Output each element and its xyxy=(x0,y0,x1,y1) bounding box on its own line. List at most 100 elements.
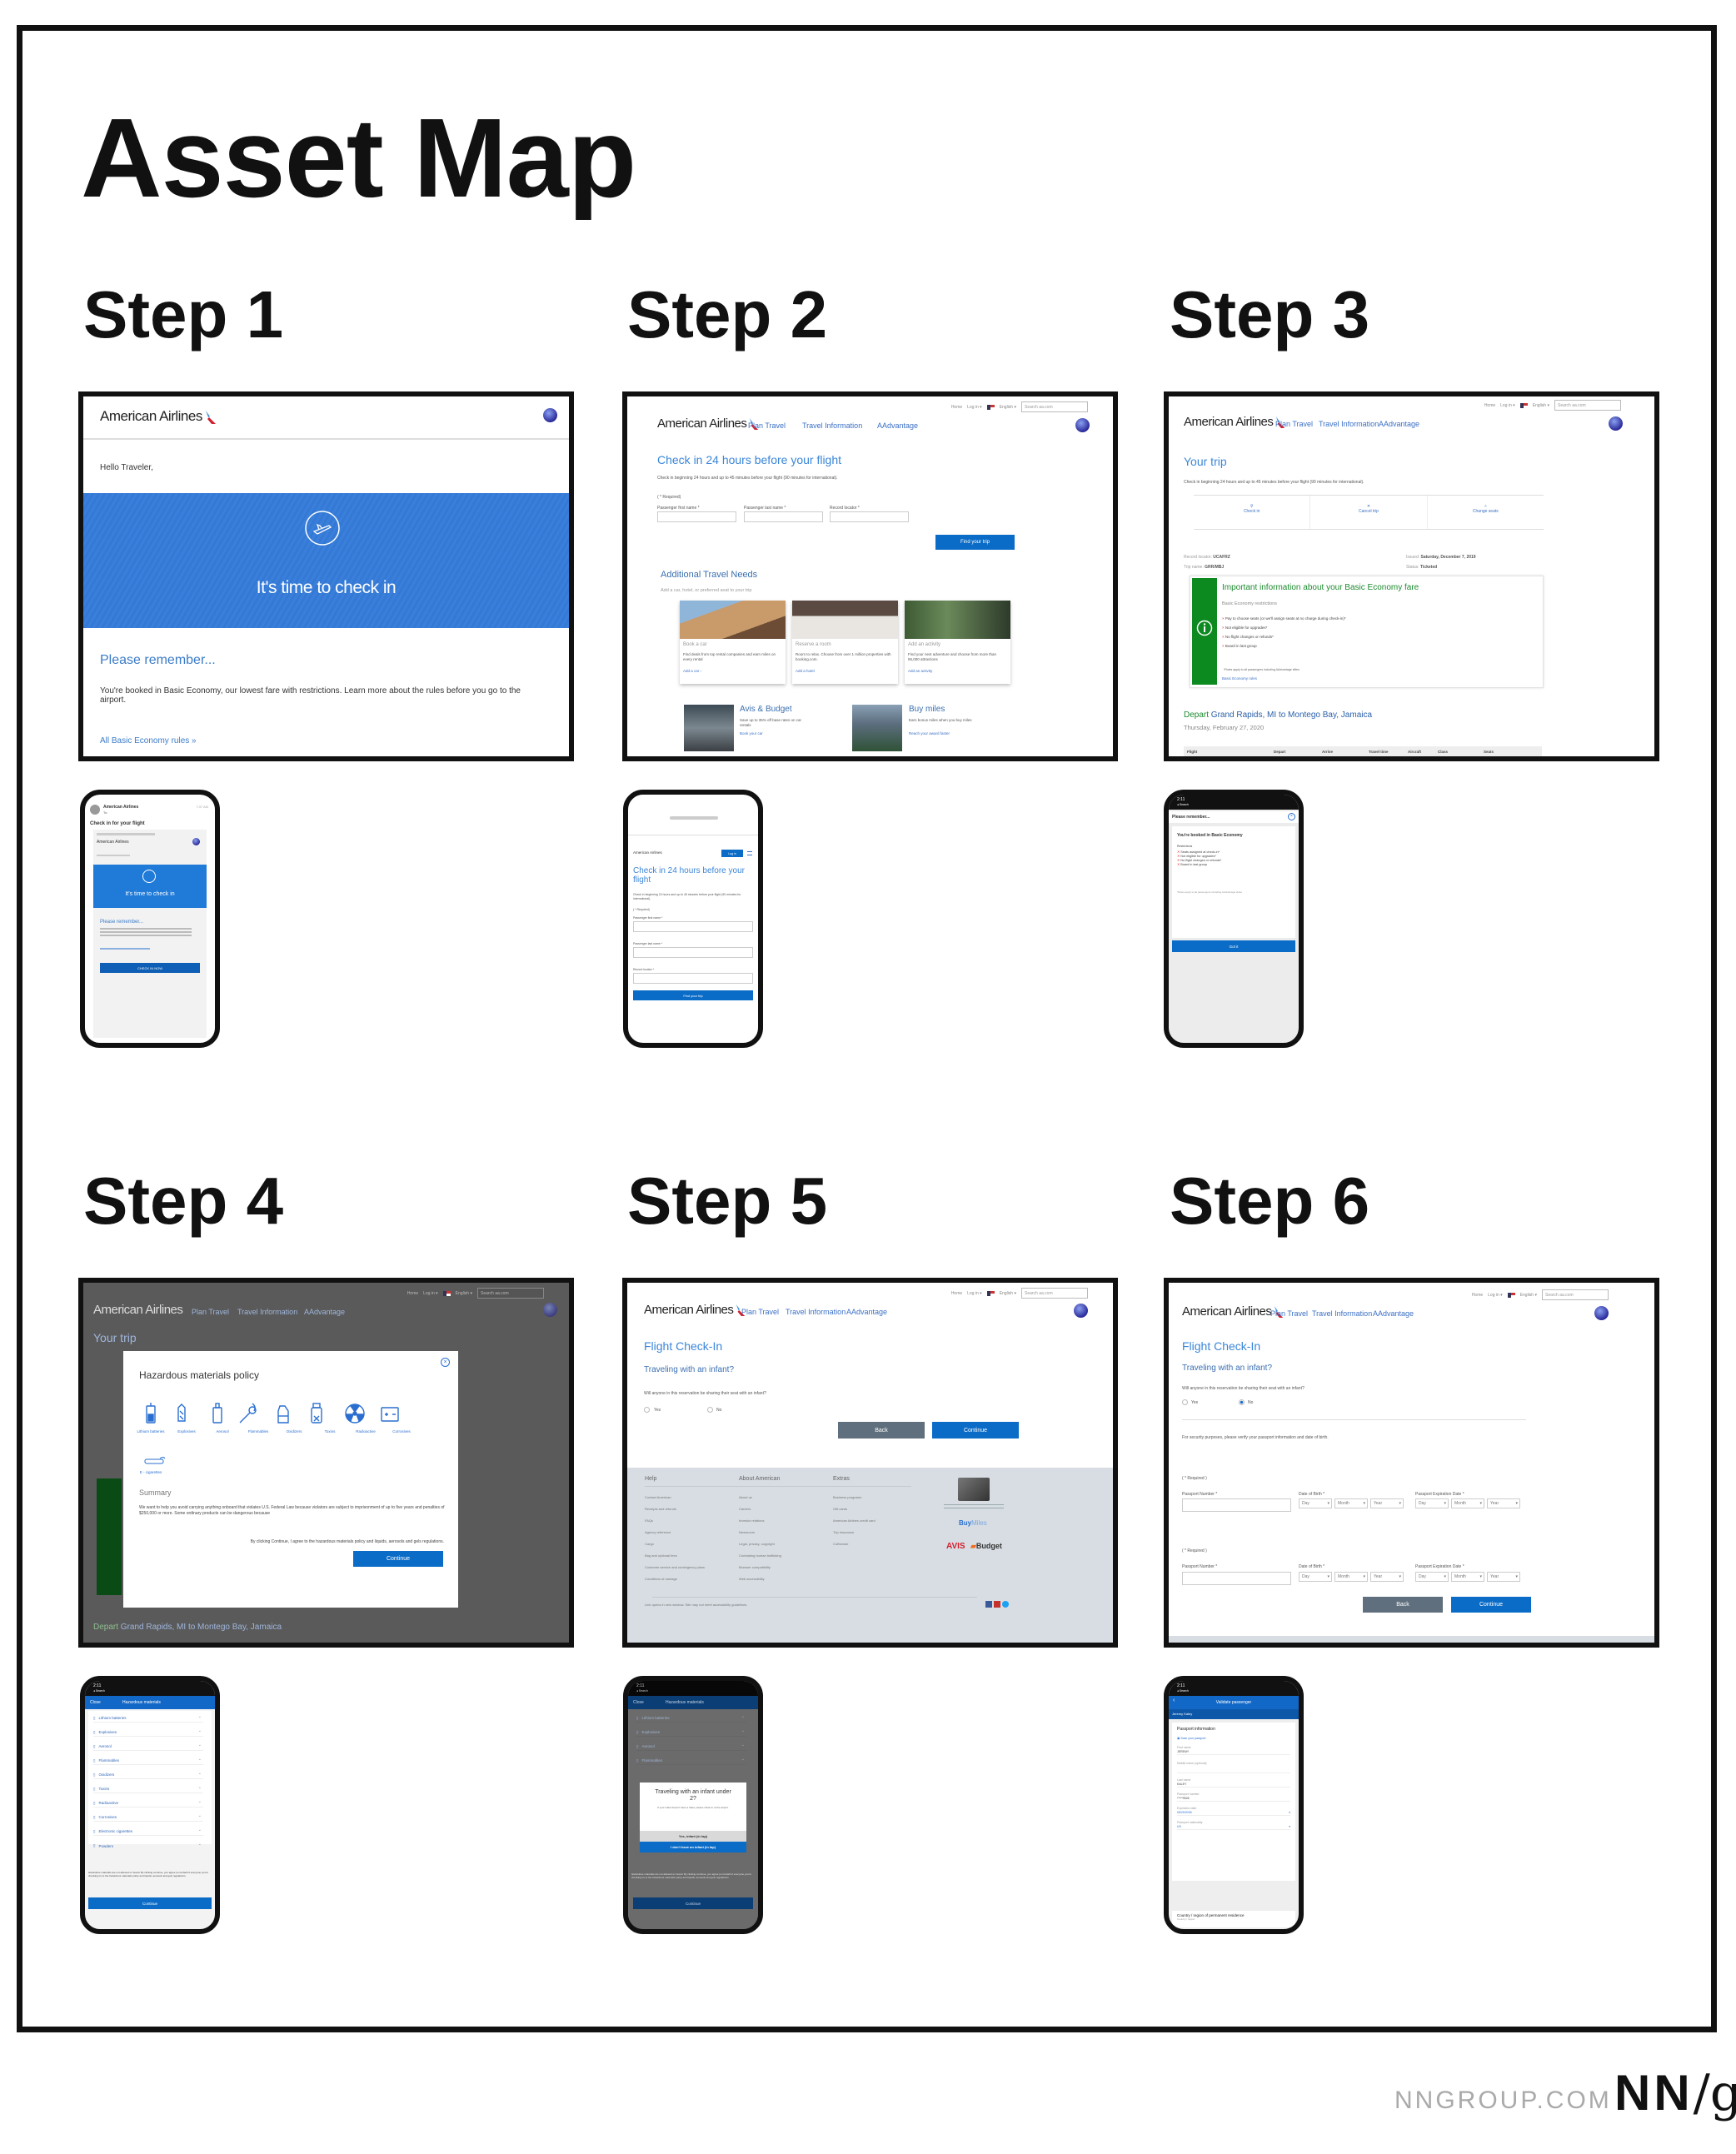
yes-infant-button[interactable]: Yes, infant (in lap) xyxy=(640,1831,746,1842)
step5-footer-cols-1-items-1[interactable]: Careers xyxy=(739,1507,751,1511)
aa-util-0[interactable]: Home xyxy=(1484,402,1496,408)
basic-economy-rules-link[interactable]: All Basic Economy rules » xyxy=(100,736,197,745)
step5-footer-cols-2-items-3[interactable]: Trip insurance xyxy=(833,1530,855,1534)
aa-nav-1[interactable]: Travel Information xyxy=(1312,1309,1373,1318)
step5-footer-cols-0-items-0[interactable]: Contact American xyxy=(645,1495,671,1499)
aa-util-1[interactable]: Log in ▾ xyxy=(967,404,982,410)
aa-nav-2[interactable]: AAdvantage xyxy=(846,1308,888,1316)
step5-footer-cols-2-items-1[interactable]: Gift cards xyxy=(833,1507,848,1511)
decor[interactable]: ▯ Aerosol xyxy=(93,1743,203,1751)
step2-promos-1-link[interactable]: Reach your award faster xyxy=(909,731,950,735)
nav-travel-information[interactable]: Travel Information xyxy=(802,421,863,430)
step5-footer-cols-2-items-2[interactable]: American Airlines credit card xyxy=(833,1518,875,1523)
decor[interactable] xyxy=(633,921,753,932)
radio-yes[interactable] xyxy=(1182,1399,1188,1405)
twitter-icon[interactable] xyxy=(1002,1601,1009,1608)
step6-selects-1[interactable]: Month xyxy=(1334,1498,1368,1508)
step6-selects-1[interactable]: Month xyxy=(1334,1572,1368,1582)
step4-phone-cta[interactable]: Continue xyxy=(88,1897,212,1909)
decor[interactable]: ▯ Toxins xyxy=(93,1785,203,1793)
nav-aadvantage[interactable]: AAdvantage xyxy=(877,421,919,430)
step5-footer-cols-1-items-4[interactable]: Legal, privacy, copyright xyxy=(739,1542,775,1546)
step5-footer-cols-2-items-4[interactable]: CoBrowse xyxy=(833,1542,849,1546)
step5-footer-cols-1-items-0[interactable]: About us xyxy=(739,1495,752,1499)
aa-util-0[interactable]: Home xyxy=(950,1290,963,1296)
step5-footer-cols-1-items-3[interactable]: Newsroom xyxy=(739,1530,756,1534)
find-your-trip-button[interactable]: Find your trip xyxy=(935,535,1015,550)
decor[interactable]: ▯ Flammables xyxy=(93,1757,203,1765)
step3-rules-link[interactable]: Basic Economy rules xyxy=(1222,676,1258,681)
step6-selects-0[interactable]: Day xyxy=(1299,1572,1332,1582)
decor[interactable]: ▯ Explosives xyxy=(93,1728,203,1737)
decor[interactable] xyxy=(633,973,753,984)
nav-plan-travel[interactable]: Plan Travel xyxy=(748,421,786,430)
step5-footer-cols-1-items-6[interactable]: Browser compatibility xyxy=(739,1565,771,1569)
continue-button[interactable]: Continue xyxy=(353,1551,443,1567)
step6-selects-2[interactable]: Year xyxy=(1487,1498,1520,1508)
decor[interactable] xyxy=(633,947,753,958)
radio-yes[interactable] xyxy=(644,1407,650,1413)
step6-selects-1[interactable]: Month xyxy=(1451,1572,1484,1582)
aa-nav-1[interactable]: Travel Information xyxy=(786,1308,846,1316)
back-button[interactable]: Back xyxy=(838,1422,925,1438)
last-name-input[interactable] xyxy=(744,511,823,522)
aa-util-2[interactable]: English ▾ xyxy=(999,404,1016,410)
step2-find[interactable]: Find your trip xyxy=(633,990,753,1000)
step5-footer-cols-0-items-2[interactable]: FAQs xyxy=(645,1518,654,1523)
aa-nav-1[interactable]: Travel Information xyxy=(1319,420,1379,428)
step6-selects-2[interactable]: Year xyxy=(1370,1498,1404,1508)
step5-footer-cols-1-items-7[interactable]: Web accessibility xyxy=(739,1577,765,1581)
youtube-icon[interactable] xyxy=(994,1601,1000,1608)
got-it-button[interactable]: Got it xyxy=(1172,940,1295,952)
decor[interactable]: ▯ Electronic cigarettes xyxy=(93,1827,203,1836)
step6-selects-2[interactable]: Year xyxy=(1370,1572,1404,1582)
decor[interactable]: ▯ Radioactive xyxy=(93,1799,203,1807)
step6-selects-0[interactable]: Day xyxy=(1415,1572,1449,1582)
check-in-action[interactable]: ⚲Check in xyxy=(1194,496,1311,529)
card-reserve-a-room[interactable]: Reserve a room Room to relax. Choose fro… xyxy=(792,601,898,684)
aa-util-1[interactable]: Log in ▾ xyxy=(967,1290,982,1296)
step5-footer-cols-2-items-0[interactable]: Business programs xyxy=(833,1495,862,1499)
passport-number-input[interactable] xyxy=(1182,1498,1291,1512)
aa-util-1[interactable]: Log in ▾ xyxy=(1500,402,1515,408)
no-infant-button[interactable]: I don't have an infant (in lap) xyxy=(640,1842,746,1852)
step5-footer-cols-0-items-3[interactable]: Agency reference xyxy=(645,1530,671,1534)
step6-selects-2[interactable]: Year xyxy=(1487,1572,1520,1582)
cancel-trip-action[interactable]: ✕Cancel trip xyxy=(1310,496,1428,529)
step5-footer-cols-0-items-4[interactable]: Cargo xyxy=(645,1542,654,1546)
step6-selects-0[interactable]: Day xyxy=(1299,1498,1332,1508)
search-input[interactable]: Search aa.com xyxy=(1021,401,1088,412)
aa-util-0[interactable]: Home xyxy=(1471,1292,1484,1298)
first-name-input[interactable] xyxy=(657,511,736,522)
aa-search-placeholder[interactable]: Search aa.com xyxy=(1554,400,1621,411)
decor[interactable]: ▯ Lithium batteries xyxy=(93,1714,203,1723)
step5-footer-cols-0-items-6[interactable]: Customer service and contingency plans xyxy=(645,1565,706,1569)
facebook-icon[interactable] xyxy=(985,1601,992,1608)
decor[interactable]: ▯ Powders xyxy=(93,1842,203,1850)
scan-passport-link[interactable]: ▣ Scan your passport xyxy=(1177,1737,1206,1740)
step2-promos-0-link[interactable]: Book your car xyxy=(740,731,763,735)
aa-util-0[interactable]: Home xyxy=(950,404,963,410)
decor[interactable]: ▯ Oxidizers xyxy=(93,1771,203,1779)
aa-util-2[interactable]: English ▾ xyxy=(999,1290,1016,1296)
aa-nav-2[interactable]: AAdvantage xyxy=(1373,1309,1414,1318)
aa-nav-2[interactable]: AAdvantage xyxy=(1379,420,1420,428)
aa-search-placeholder[interactable]: Search aa.com xyxy=(1021,1288,1088,1299)
step5-footer-cols-1-items-2[interactable]: Investor relations xyxy=(739,1518,765,1523)
card-add-an-activity[interactable]: Add an activity Find your next adventure… xyxy=(905,601,1010,684)
aa-search-placeholder[interactable]: Search aa.com xyxy=(1542,1289,1609,1300)
step6-selects-0[interactable]: Day xyxy=(1415,1498,1449,1508)
aa-nav-0[interactable]: Plan Travel xyxy=(1275,420,1314,428)
step5-footer-cols-1-items-5[interactable]: Combating human trafficking xyxy=(739,1553,781,1558)
step6-selects-1[interactable]: Month xyxy=(1451,1498,1484,1508)
step5-footer-cols-0-items-7[interactable]: Conditions of carriage xyxy=(645,1577,677,1581)
record-locator-input[interactable] xyxy=(830,511,909,522)
close-button[interactable]: Close xyxy=(90,1700,101,1705)
step5-footer-cols-0-items-1[interactable]: Receipts and refunds xyxy=(645,1507,676,1511)
back-button[interactable]: Back xyxy=(1363,1597,1443,1613)
step2-phone-login[interactable]: Log in xyxy=(721,850,743,857)
close-icon[interactable]: × xyxy=(441,1358,450,1367)
back-chevron-icon[interactable]: ‹ xyxy=(1173,1698,1175,1703)
card-book-a-car[interactable]: Book a car Find deals from top rental co… xyxy=(680,601,786,684)
passport-number-input-2[interactable] xyxy=(1182,1572,1291,1585)
